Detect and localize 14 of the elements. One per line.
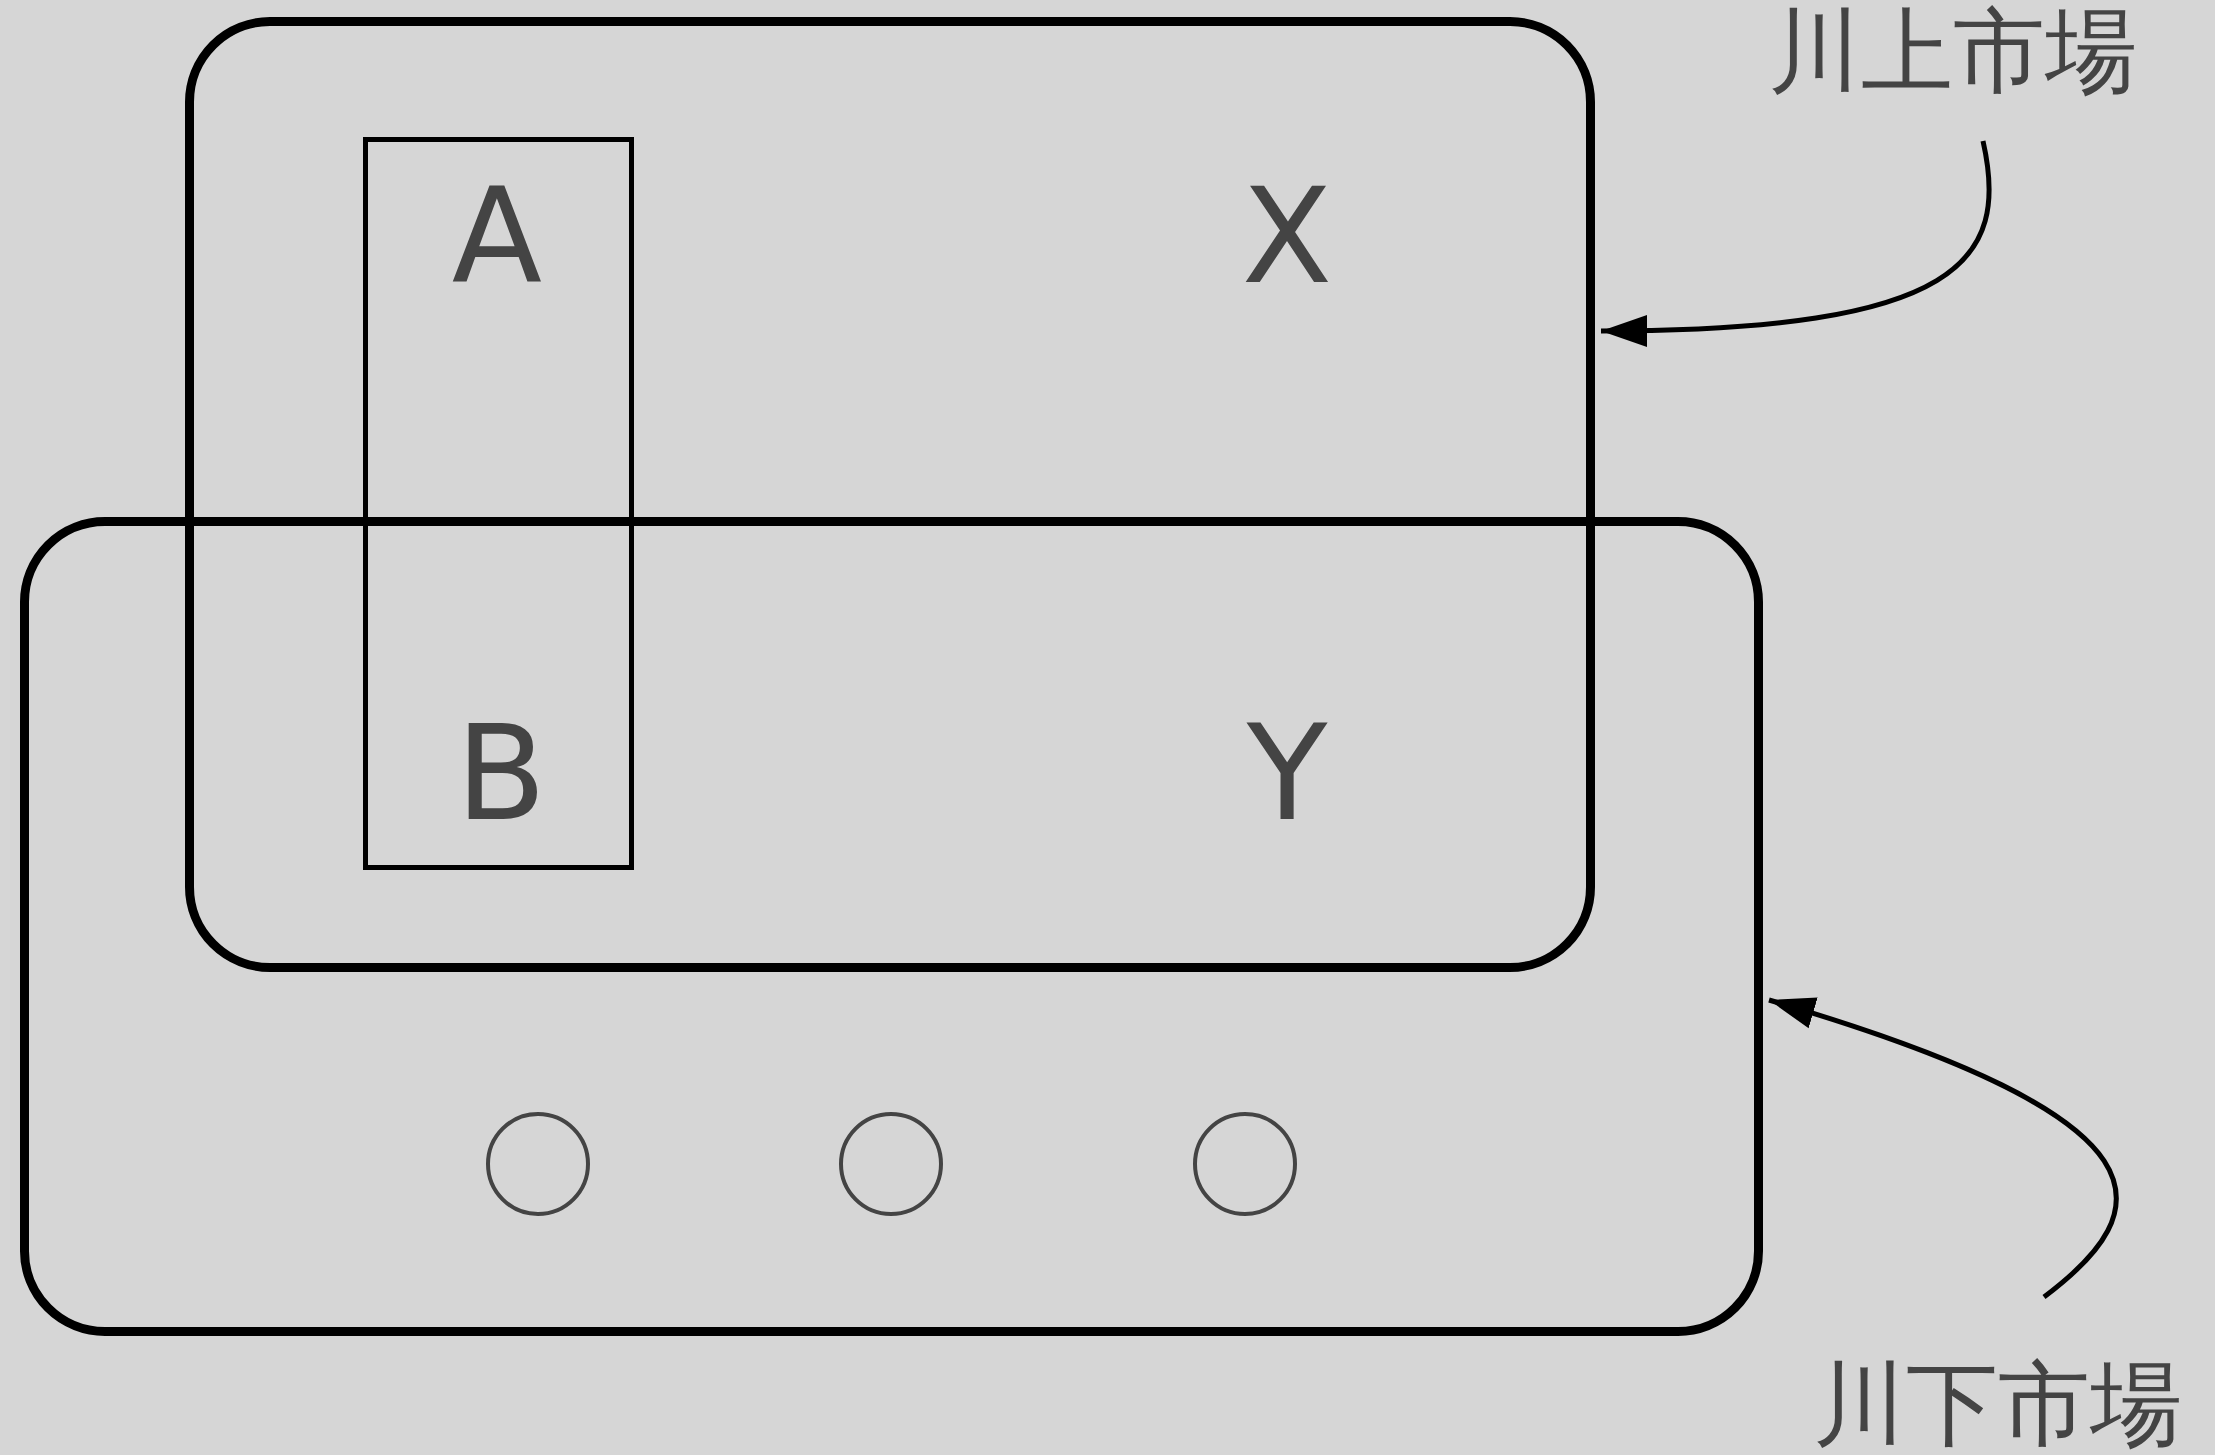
curved-arrow (1600, 140, 1992, 347)
market-label: 川上市場 (1755, 2, 2150, 102)
rounded-frame (185, 17, 1595, 972)
letter-label: Y (1246, 707, 1328, 839)
market-label: 川下市場 (1800, 1355, 2195, 1455)
circle (1193, 1112, 1297, 1216)
letter-label: X (1241, 170, 1333, 302)
circle (839, 1112, 943, 1216)
letter-label: A (451, 170, 543, 302)
letter-label: B (455, 707, 547, 839)
rounded-frame (20, 517, 1763, 1336)
circle (486, 1112, 590, 1216)
curved-arrow (1768, 997, 2118, 1299)
group-frame (363, 137, 634, 870)
